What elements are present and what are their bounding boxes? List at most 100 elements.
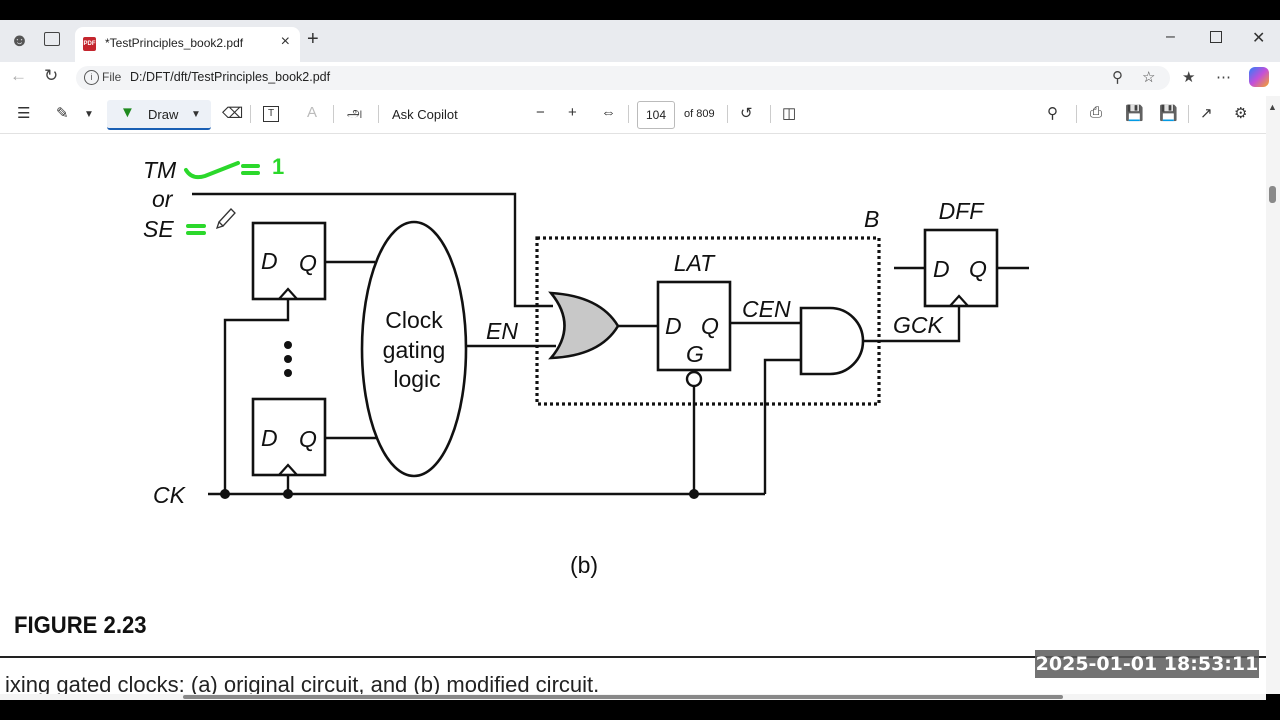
print-icon[interactable]: ⎙ (1090, 104, 1103, 121)
b-label: B (864, 206, 879, 232)
clock-triangle (278, 287, 298, 300)
latch (656, 280, 732, 372)
tab-active[interactable]: PDF *TestPrinciples_book2.pdf × (75, 27, 300, 62)
en-label: EN (486, 318, 518, 344)
ink-equals (241, 164, 260, 175)
info-icon[interactable]: i (84, 70, 99, 85)
tm-label: TM (143, 157, 177, 183)
ask-copilot-button[interactable]: Ask Copilot (392, 107, 458, 122)
scrollbar-thumb[interactable] (1269, 186, 1276, 203)
zoom-out-icon[interactable]: − (536, 104, 545, 121)
wire-tm (192, 192, 553, 308)
chevron-down-icon[interactable]: ▼ (84, 109, 94, 120)
address-path[interactable]: D:/DFT/dft/TestPrinciples_book2.pdf (130, 70, 331, 84)
lat-q: Q (701, 313, 719, 339)
dff-q: Q (969, 256, 987, 282)
divider (378, 105, 379, 123)
dff-d: D (933, 256, 950, 282)
figure-caption: ixing gated clocks: (a) original circuit… (5, 672, 600, 694)
plus-icon[interactable]: + (307, 28, 319, 50)
wire (223, 299, 290, 494)
pdf-page: TM or SE 1 D Q D Q Clock (0, 134, 1266, 694)
divider (628, 105, 629, 123)
ck-label: CK (153, 482, 187, 508)
pdf-file-icon: PDF (83, 37, 96, 51)
ff-bottom-q: Q (299, 426, 317, 452)
profile-icon[interactable]: ☻ (10, 30, 29, 50)
save-icon[interactable]: 💾 (1125, 105, 1144, 122)
sub-caption: (b) (570, 552, 598, 578)
junction-dot (689, 489, 699, 499)
settings-gear-icon[interactable]: ⚙ (1234, 105, 1248, 122)
copilot-icon[interactable] (1249, 67, 1269, 87)
junction-dot (283, 489, 293, 499)
or-gate (548, 291, 620, 360)
draw-chevron-icon[interactable]: ▼ (191, 109, 201, 120)
wire (763, 358, 801, 494)
clock-triangle (278, 463, 298, 476)
ff-bottom-d: D (261, 425, 278, 451)
vertical-scrollbar[interactable]: ▲ (1266, 96, 1280, 694)
pen-cursor-icon (215, 208, 236, 230)
se-label: SE (143, 216, 174, 242)
horizontal-scrollbar[interactable] (0, 694, 1266, 700)
clock-gating-line3: logic (393, 366, 440, 392)
more-menu-icon[interactable]: ⋯ (1216, 69, 1231, 86)
maximize-icon[interactable] (1210, 31, 1222, 43)
address-prefix: File (102, 70, 122, 84)
search-icon[interactable]: ⚲ (1047, 105, 1058, 122)
translate-icon[interactable]: அ (347, 104, 363, 120)
draw-button[interactable] (107, 100, 211, 130)
ellipsis-dot (284, 369, 292, 377)
text-box-icon[interactable]: T (263, 106, 279, 122)
tab-close-icon[interactable]: × (280, 33, 290, 50)
divider (727, 105, 728, 123)
clock-gating-line1: Clock (385, 307, 443, 333)
figure-label: FIGURE 2.23 (14, 612, 147, 639)
fullscreen-icon[interactable]: ↗ (1200, 105, 1213, 122)
divider (770, 105, 771, 123)
highlight-icon[interactable]: ✎ (56, 105, 69, 122)
favorite-star-icon[interactable]: ☆ (1142, 69, 1156, 86)
minimize-icon[interactable]: – (1166, 28, 1175, 45)
address-bar[interactable]: i File D:/DFT/dft/TestPrinciples_book2.p… (76, 66, 1170, 90)
zoom-icon[interactable]: ⚲ (1112, 69, 1123, 86)
draw-label: Draw (148, 107, 179, 122)
block-b (535, 236, 881, 406)
tab-actions-icon[interactable] (44, 32, 60, 46)
inverter-bubble (685, 370, 703, 388)
ff-top-q: Q (299, 250, 317, 276)
rotate-icon[interactable]: ↺ (740, 105, 753, 122)
back-icon[interactable]: ← (10, 66, 27, 85)
and-gate (799, 306, 865, 376)
close-icon[interactable]: ✕ (1252, 30, 1266, 47)
eraser-icon[interactable]: ⌫ (222, 105, 244, 122)
divider (250, 105, 251, 123)
divider (333, 105, 334, 123)
clock-triangle (949, 294, 969, 307)
ink-equals-se (186, 224, 206, 235)
draw-pen-icon: ▼ (120, 104, 135, 121)
favorites-icon[interactable]: ★ (1182, 69, 1196, 86)
or-label: or (152, 186, 174, 212)
ff-top-d: D (261, 248, 278, 274)
ink-stroke (184, 161, 240, 180)
page-number-input[interactable]: 104 (637, 101, 675, 129)
contents-icon[interactable]: ☰ (17, 105, 31, 122)
page-view-icon[interactable]: ◫ (782, 105, 797, 122)
horizontal-scrollbar-thumb[interactable] (183, 695, 1063, 699)
lat-g: G (686, 341, 704, 367)
gck-label: GCK (893, 312, 945, 338)
read-aloud-icon: A (307, 104, 318, 121)
figure-rule (0, 656, 1266, 658)
pdf-toolbar (0, 96, 1280, 134)
lat-label: LAT (674, 250, 716, 276)
refresh-icon[interactable]: ↻ (44, 66, 59, 85)
scroll-up-icon[interactable]: ▲ (1268, 102, 1277, 112)
screen-border (0, 700, 1280, 720)
cen-label: CEN (742, 296, 791, 322)
fit-width-icon[interactable]: ⇔ (601, 104, 616, 121)
save-as-icon[interactable]: 💾 (1159, 105, 1178, 122)
zoom-in-icon[interactable]: + (568, 104, 577, 121)
circuit-diagram: TM or SE 1 D Q D Q Clock (143, 154, 1029, 578)
